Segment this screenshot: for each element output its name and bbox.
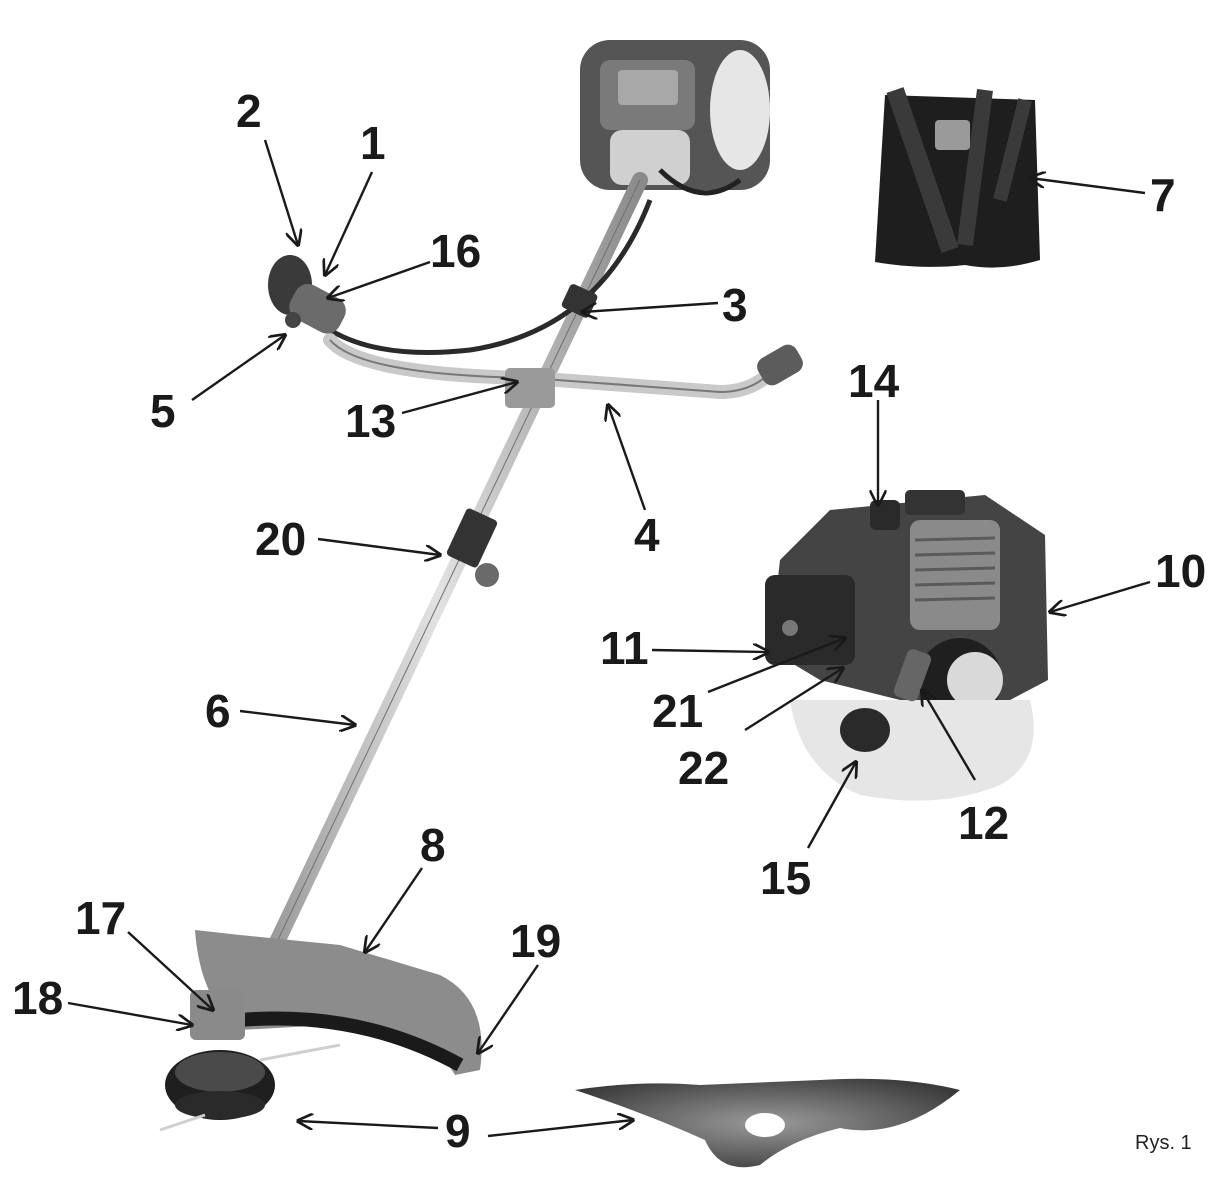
part-label-12: 12 [958,797,1010,849]
part-label-11: 11 [600,622,649,674]
part-label-7: 7 [1150,169,1176,221]
part-label-20: 20 [255,513,307,565]
part-label-13: 13 [345,395,397,447]
leader-arrows [67,139,1151,1138]
part-label-18: 18 [12,972,64,1024]
throttle-grip [268,255,346,334]
part-label-1: 1 [360,117,386,169]
part-label-5: 5 [150,385,176,437]
part-label-21: 21 [652,685,704,737]
part-label-9: 9 [445,1105,471,1157]
part-label-16: 16 [430,225,482,277]
part-label-22: 22 [678,742,730,794]
part-label-14: 14 [848,355,900,407]
part-label-19: 19 [510,915,562,967]
part-label-8: 8 [420,819,446,871]
part-label-3: 3 [722,279,748,331]
part-label-15: 15 [760,852,812,904]
part-label-17: 17 [75,892,127,944]
top-engine [580,40,770,196]
harness-bag [875,87,1040,268]
part-label-4: 4 [634,509,660,561]
part-label-6: 6 [205,685,231,737]
figure-caption: Rys. 1 [1135,1132,1192,1154]
standalone-engine [765,490,1048,801]
part-label-2: 2 [236,85,262,137]
part-label-10: 10 [1155,545,1207,597]
throttle-cable [328,199,653,355]
